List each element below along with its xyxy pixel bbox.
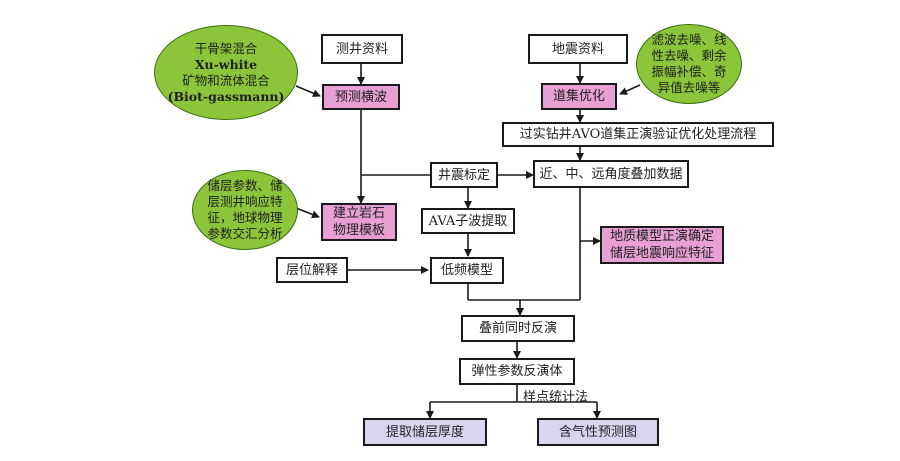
- note-line: (Biot-gassmann): [167, 88, 285, 104]
- node-rock-template: 建立岩石 物理模板: [321, 203, 397, 241]
- note-line: 异值去噪等: [657, 80, 721, 95]
- note-line: 矿物和流体混合: [182, 72, 270, 88]
- note-line: 干骨架混合: [194, 40, 258, 56]
- node-line: 储层地震响应特征: [609, 246, 714, 261]
- note-denoise-steps: 滤波去噪、线 性去噪、剩余 振幅补偿、奇 异值去噪等: [636, 24, 742, 104]
- note-line: 性去噪、剩余: [651, 48, 727, 63]
- arrow-denoise-to-gather: [619, 84, 641, 95]
- label-sample-statistics: 样点统计法: [523, 390, 589, 405]
- arrow-models-to-shear: [295, 85, 321, 97]
- node-gas-prediction-map: 含气性预测图: [537, 418, 659, 446]
- note-line: 参数交汇分析: [207, 226, 283, 241]
- node-angle-stack: 近、中、远角度叠加数据: [533, 160, 689, 188]
- node-line: 建立岩石: [332, 206, 385, 221]
- note-line: Xu-white: [194, 56, 258, 72]
- node-elastic-volume: 弹性参数反演体: [459, 358, 575, 385]
- note-line: 征，地球物理: [207, 210, 283, 225]
- node-geo-forward: 地质模型正演确定 储层地震响应特征: [600, 226, 724, 264]
- node-predict-shear: 预测横波: [322, 84, 400, 110]
- node-line: 物理模板: [332, 223, 385, 238]
- node-horizon-interpretation: 层位解释: [276, 257, 348, 283]
- node-seismic-data: 地震资料: [528, 34, 628, 64]
- node-well-tie: 井震标定: [430, 162, 498, 188]
- arrow-analysis-to-template: [295, 207, 320, 219]
- note-line: 滤波去噪、线: [651, 32, 727, 47]
- node-extract-thickness: 提取储层厚度: [363, 418, 487, 446]
- node-well-data: 测井资料: [321, 34, 403, 64]
- note-line: 振幅补偿、奇: [651, 64, 727, 79]
- node-ava-wavelet: AVA子波提取: [421, 208, 515, 234]
- note-line: 储层参数、储: [207, 178, 283, 193]
- note-line: 层测井响应特: [207, 194, 283, 209]
- node-line: 地质模型正演确定: [609, 229, 714, 244]
- node-prestack-inversion: 叠前同时反演: [461, 315, 575, 342]
- node-gather-optimization: 道集优化: [541, 83, 617, 110]
- note-reservoir-analysis: 储层参数、储 层测井响应特 征，地球物理 参数交汇分析: [192, 170, 298, 250]
- node-low-frequency-model: 低频模型: [430, 257, 504, 284]
- note-rock-physics-models: 干骨架混合 Xu-white 矿物和流体混合 (Biot-gassmann): [154, 25, 298, 120]
- node-avo-verification: 过实钻井AVO道集正演验证优化处理流程: [502, 122, 774, 147]
